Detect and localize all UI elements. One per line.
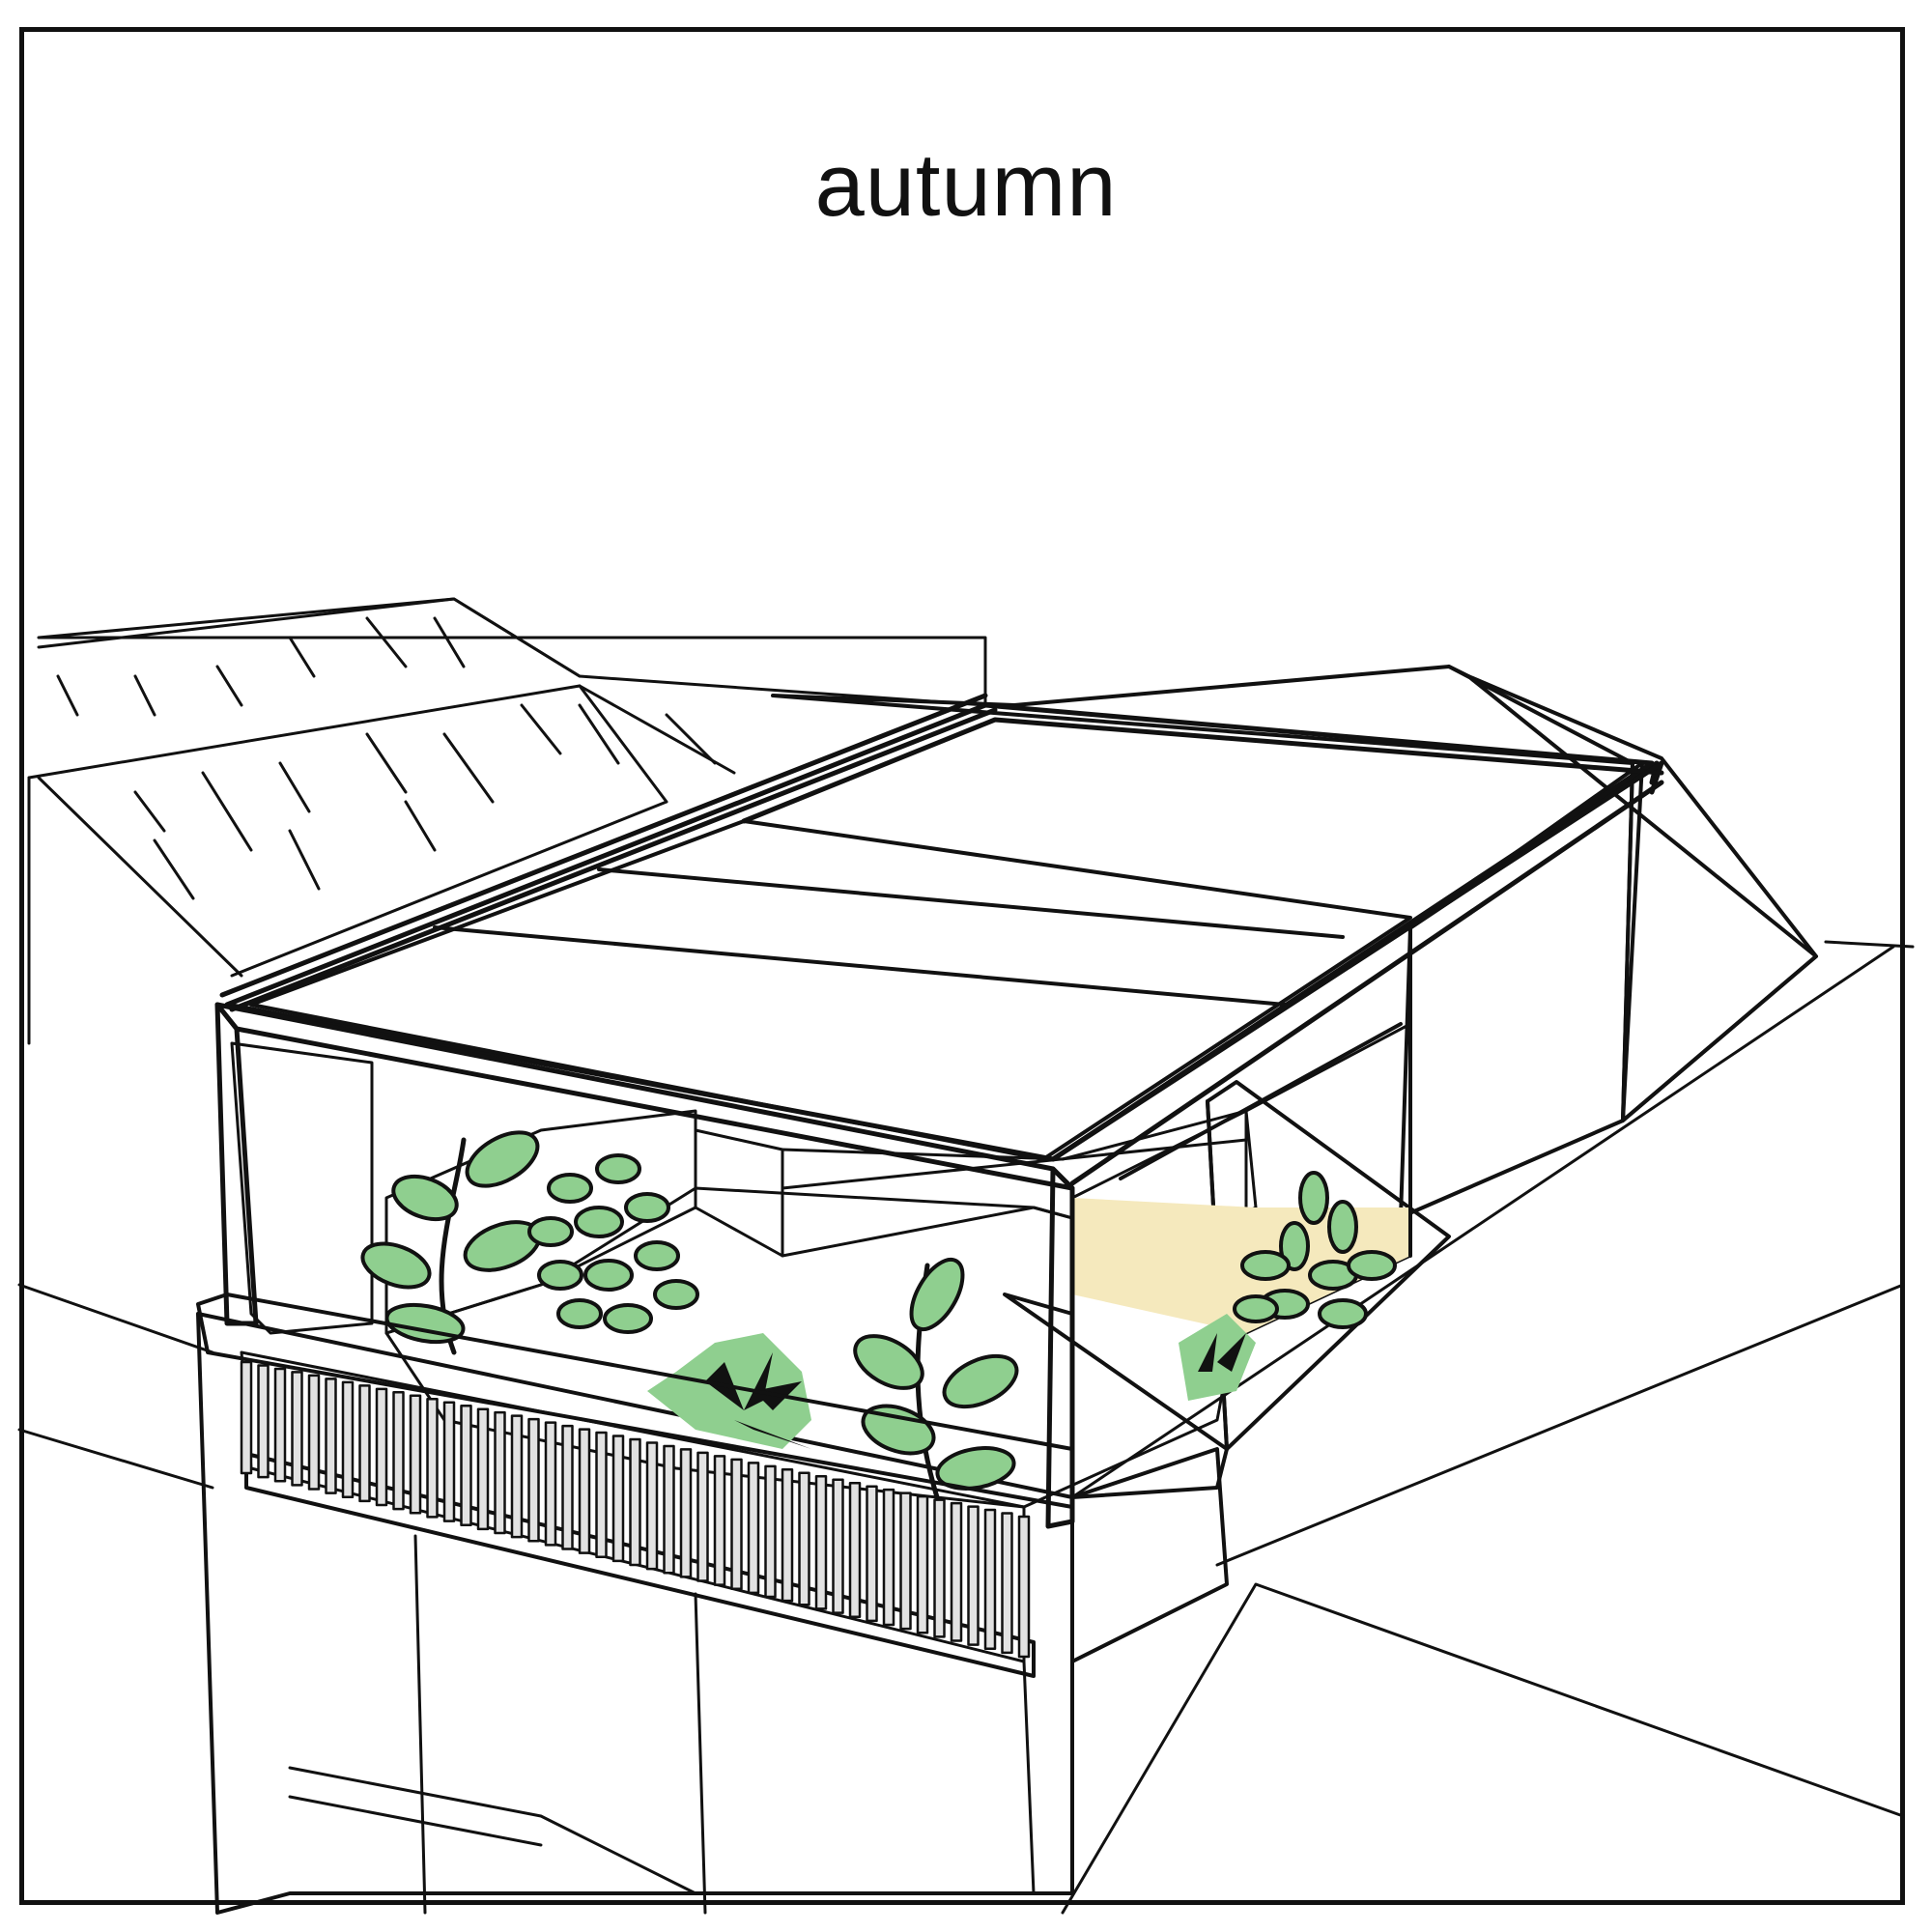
baluster bbox=[781, 1468, 794, 1603]
baluster bbox=[764, 1464, 777, 1599]
baluster bbox=[476, 1407, 490, 1531]
baluster bbox=[967, 1505, 980, 1646]
baluster bbox=[291, 1371, 303, 1487]
baluster bbox=[611, 1435, 625, 1563]
street-lines bbox=[17, 940, 1915, 1915]
baluster bbox=[798, 1471, 810, 1606]
baluster bbox=[663, 1444, 675, 1575]
baluster bbox=[375, 1387, 388, 1507]
baluster bbox=[730, 1458, 743, 1591]
baluster bbox=[494, 1410, 506, 1535]
baluster bbox=[510, 1414, 524, 1539]
baluster bbox=[544, 1421, 557, 1547]
baluster bbox=[848, 1481, 862, 1618]
grass-icon bbox=[647, 1314, 1256, 1449]
baluster bbox=[983, 1508, 997, 1650]
baluster bbox=[814, 1475, 828, 1610]
baluster bbox=[341, 1380, 355, 1499]
baluster bbox=[832, 1478, 844, 1614]
baluster bbox=[916, 1494, 929, 1634]
baluster bbox=[747, 1462, 760, 1595]
baluster bbox=[696, 1451, 709, 1582]
baluster bbox=[426, 1398, 439, 1519]
baluster bbox=[713, 1455, 726, 1586]
baluster bbox=[950, 1501, 963, 1642]
baluster bbox=[629, 1437, 641, 1567]
baluster bbox=[645, 1441, 659, 1571]
baluster bbox=[307, 1374, 321, 1491]
baluster bbox=[561, 1424, 574, 1550]
baluster bbox=[1001, 1512, 1013, 1655]
baluster bbox=[866, 1485, 878, 1623]
balcony-railing bbox=[196, 1293, 1074, 1678]
baluster bbox=[679, 1448, 693, 1578]
plant-icon bbox=[360, 1130, 1397, 1500]
building-facade bbox=[196, 1080, 1451, 1915]
baluster bbox=[899, 1492, 912, 1631]
baluster bbox=[273, 1367, 287, 1483]
baluster bbox=[933, 1498, 946, 1638]
pergola-frame bbox=[214, 1002, 1075, 1529]
background-roof bbox=[27, 597, 987, 1045]
baluster bbox=[460, 1404, 472, 1526]
baluster bbox=[358, 1384, 371, 1503]
baluster bbox=[595, 1431, 608, 1558]
baluster bbox=[392, 1391, 405, 1511]
baluster bbox=[1017, 1515, 1031, 1659]
pergola-roof bbox=[219, 693, 1664, 1258]
season-title: autumn bbox=[814, 136, 1118, 235]
baluster bbox=[257, 1364, 270, 1479]
baluster bbox=[409, 1394, 422, 1515]
baluster bbox=[240, 1360, 253, 1475]
neighbor-building bbox=[771, 665, 1818, 1219]
baluster bbox=[442, 1401, 456, 1522]
baluster bbox=[325, 1378, 337, 1494]
baluster bbox=[527, 1417, 540, 1543]
baluster bbox=[578, 1428, 591, 1554]
baluster bbox=[882, 1488, 895, 1627]
